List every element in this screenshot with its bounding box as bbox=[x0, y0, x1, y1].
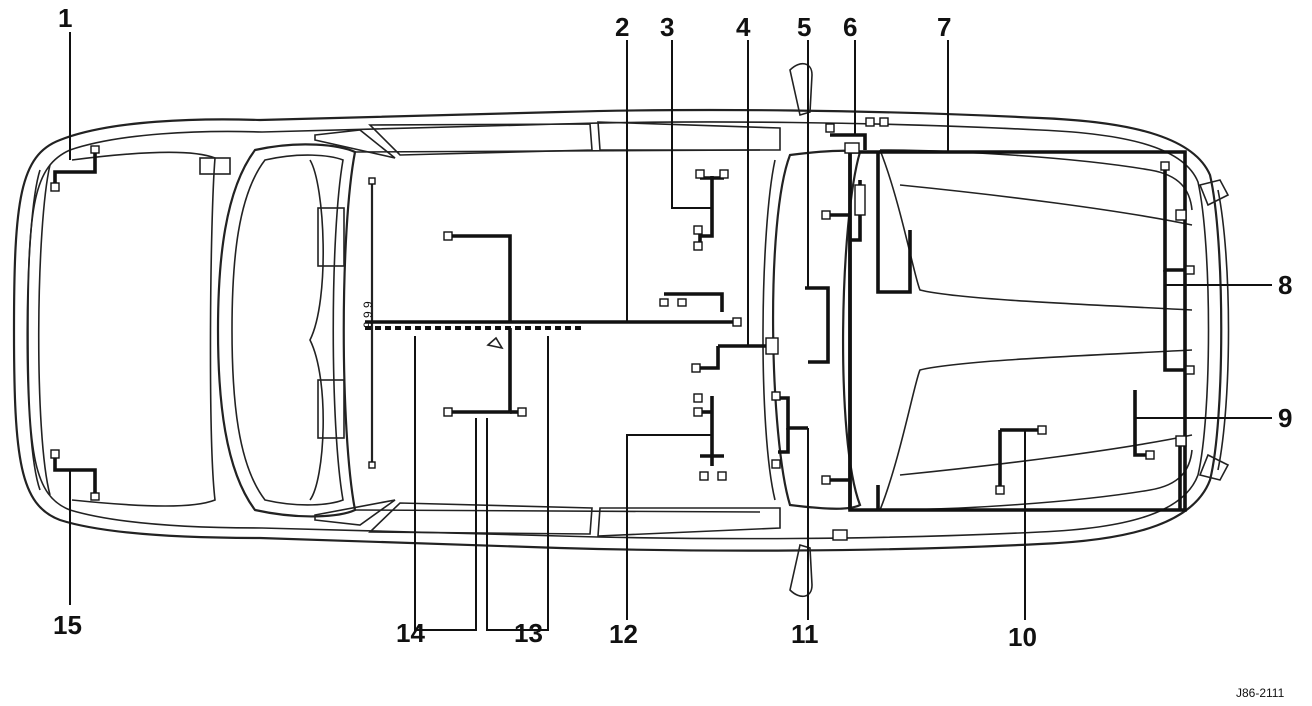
callout-11: 11 bbox=[791, 619, 819, 649]
car-body bbox=[12, 62, 1230, 598]
wiring-harness: 9 9 9 bbox=[50, 117, 1195, 541]
callout-10: 10 bbox=[1008, 622, 1037, 652]
callout-5: 5 bbox=[797, 12, 811, 42]
svg-text:9 9 9: 9 9 9 bbox=[361, 301, 375, 328]
callout-2: 2 bbox=[615, 12, 629, 42]
callout-15: 15 bbox=[53, 610, 82, 640]
callout-12: 12 bbox=[609, 619, 638, 649]
callout-1: 1 bbox=[58, 3, 72, 33]
callout-7: 7 bbox=[937, 12, 951, 42]
callout-9: 9 bbox=[1278, 403, 1292, 433]
callout-13: 13 bbox=[514, 618, 543, 648]
callout-14: 14 bbox=[396, 618, 425, 648]
leader-13 bbox=[486, 336, 549, 631]
callout-8: 8 bbox=[1278, 270, 1292, 300]
reference-code: J86-2111 bbox=[1236, 686, 1285, 700]
callout-3: 3 bbox=[660, 12, 674, 42]
callout-4: 4 bbox=[736, 12, 751, 42]
leader-lines bbox=[69, 32, 1272, 631]
leader-3 bbox=[671, 40, 712, 209]
leader-14 bbox=[414, 336, 477, 631]
leader-12 bbox=[626, 434, 712, 620]
callout-labels: 1 2 3 4 5 6 7 8 9 10 11 12 13 14 15 bbox=[53, 3, 1292, 652]
callout-6: 6 bbox=[843, 12, 857, 42]
